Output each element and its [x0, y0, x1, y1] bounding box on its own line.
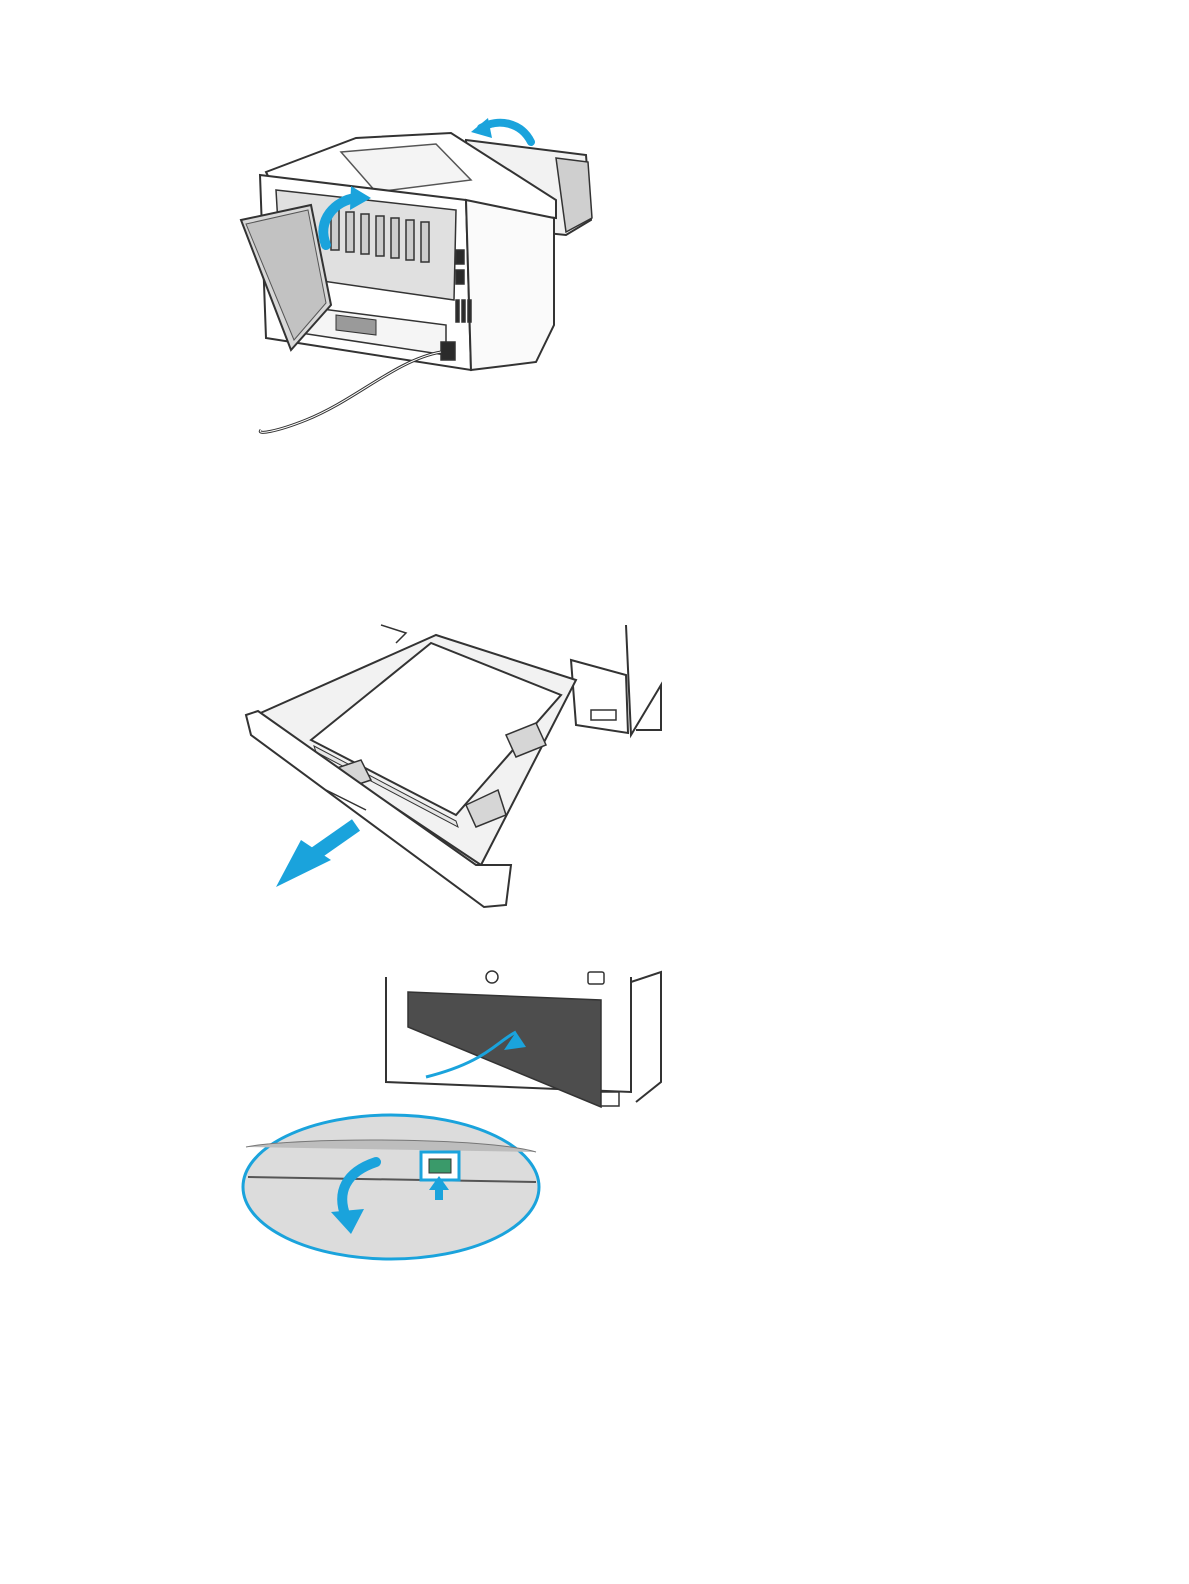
tray-cavity-jam-release-illustration — [236, 962, 676, 1262]
tray-pull-out-figure — [236, 615, 676, 915]
tray-cavity-jam-release-figure — [236, 962, 676, 1262]
printer-rear-door-figure — [236, 100, 616, 450]
printer-rear-door-close-illustration — [236, 100, 616, 450]
tray-pull-out-illustration — [236, 615, 676, 915]
